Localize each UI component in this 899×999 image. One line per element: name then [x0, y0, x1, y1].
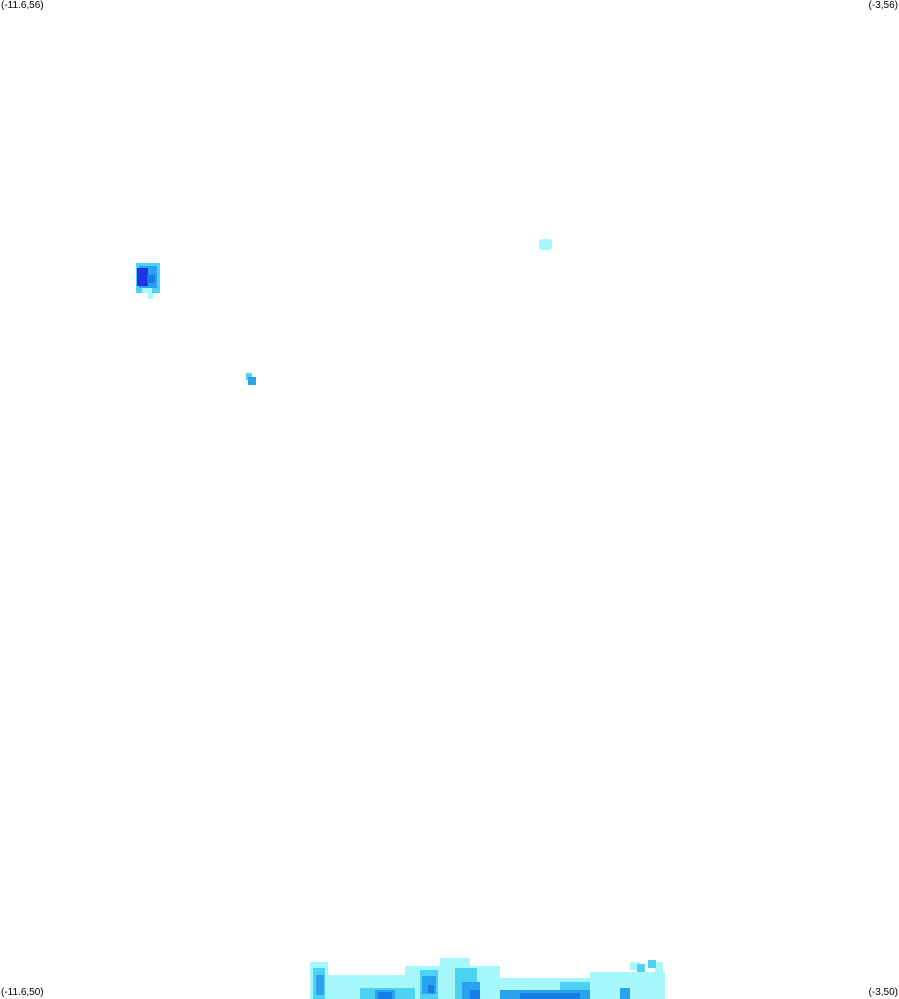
rain-patch	[405, 966, 500, 999]
rain-patch	[378, 992, 392, 999]
rain-cell-central	[539, 239, 552, 250]
rain-patch	[470, 990, 480, 999]
corner-label-bottom-left: (-11.6,50)	[1, 987, 44, 998]
corner-label-bottom-right: (-3,50)	[868, 987, 898, 998]
rain-patch	[142, 288, 152, 293]
rain-patch	[148, 293, 153, 299]
rain-cell-northwest	[136, 263, 160, 299]
rain-band-south	[310, 958, 665, 999]
rain-patch	[648, 960, 656, 968]
rain-patch	[147, 275, 155, 283]
rain-patch	[630, 962, 640, 970]
rain-cell-small	[246, 373, 256, 385]
rain-patch	[316, 975, 324, 995]
rain-patch	[248, 377, 256, 385]
corner-label-top-left: (-11.6,56)	[1, 0, 44, 11]
rain-patch	[137, 268, 148, 286]
corner-label-top-right: (-3,56)	[868, 0, 898, 11]
rain-patch	[520, 993, 580, 999]
rain-patch	[655, 962, 663, 972]
rain-patch	[246, 373, 252, 380]
rain-patch	[440, 958, 470, 970]
rain-patch	[539, 239, 552, 250]
rain-patch	[620, 988, 630, 999]
rain-patch	[637, 964, 645, 972]
rain-patch	[428, 985, 434, 993]
